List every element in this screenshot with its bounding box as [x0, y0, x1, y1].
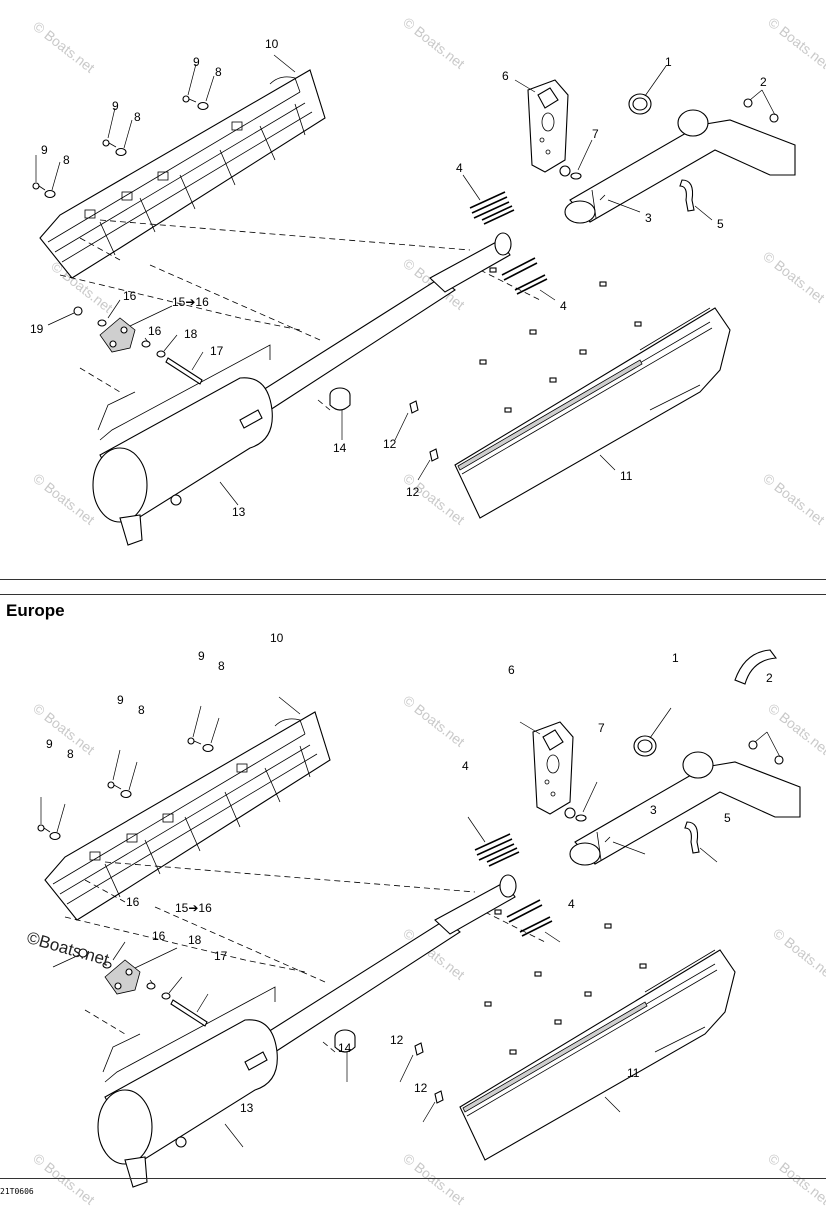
exhaust-pipe-3-icon [564, 109, 796, 224]
callout-15: 15➔16 [175, 901, 212, 915]
callout-9: 9 [112, 99, 119, 113]
callout-12: 12 [406, 485, 420, 499]
callout-16: 16 [152, 929, 166, 943]
callout-10: 10 [270, 631, 284, 645]
callout-3: 3 [650, 803, 657, 817]
muffler-pipe-icon [254, 232, 512, 411]
callout-16: 16 [126, 895, 140, 909]
callout-1: 1 [672, 651, 679, 665]
callout-11: 11 [627, 1066, 640, 1080]
nut-2-icon [743, 98, 753, 108]
screw-9-icon [182, 95, 197, 103]
callout-4: 4 [560, 299, 567, 313]
callout-8: 8 [134, 110, 141, 124]
callout-2: 2 [766, 671, 773, 685]
bolt-7-icon [559, 165, 582, 180]
clip-12-icon [409, 400, 419, 414]
callout-14: 14 [338, 1041, 352, 1055]
callout-8: 8 [63, 153, 70, 167]
callout-7: 7 [592, 127, 599, 141]
callout-9: 9 [117, 693, 124, 707]
callout-8: 8 [67, 747, 74, 761]
callout-16: 16 [148, 324, 162, 338]
callout-13: 13 [240, 1101, 254, 1115]
callout-4: 4 [456, 161, 463, 175]
spring-4-icon [469, 191, 548, 295]
callout-9: 9 [198, 649, 205, 663]
callout-14: 14 [333, 441, 347, 455]
grommet-14-icon [329, 387, 351, 411]
callout-1: 1 [665, 55, 672, 69]
callout-18: 18 [188, 933, 202, 947]
callout-9: 9 [193, 55, 200, 69]
bolt-17-icon [165, 357, 203, 385]
muffler-13-icon [92, 344, 273, 546]
callout-12: 12 [383, 437, 397, 451]
clip-12-icon [429, 448, 439, 462]
callout-17: 17 [214, 949, 228, 963]
tail-pipe-icon [734, 649, 778, 685]
washer-8-icon [115, 147, 127, 157]
callout-17: 17 [210, 344, 224, 358]
section-divider [0, 594, 826, 595]
washer-18-icon [156, 350, 166, 358]
washer-8-icon [197, 101, 209, 111]
callout-9: 9 [46, 737, 53, 751]
screw-9-icon [32, 182, 46, 191]
nut-2-icon [769, 113, 779, 123]
callout-12: 12 [414, 1081, 428, 1095]
callout-5: 5 [717, 217, 724, 231]
callout-8: 8 [138, 703, 145, 717]
gasket-1-icon [628, 93, 652, 115]
callout-2: 2 [760, 75, 767, 89]
callout-6: 6 [508, 663, 515, 677]
callout-7: 7 [598, 721, 605, 735]
nut-19-icon [73, 306, 83, 316]
washer-16-icon [97, 319, 107, 327]
heat-shield-10-icon [39, 69, 326, 279]
heat-shield-11-icon [454, 307, 731, 519]
callout-10: 10 [265, 37, 279, 51]
bracket-15-icon [99, 317, 136, 353]
footer-divider [0, 1178, 826, 1179]
clip-marks [479, 267, 642, 413]
section-divider [0, 579, 826, 580]
washer-16-icon [141, 340, 151, 348]
screw-9-icon [102, 139, 117, 148]
callout-19: 19 [30, 322, 44, 336]
figure-code: 21T0606 [0, 1187, 34, 1196]
exhaust-diagram-standard: 1 2 3 4 4 5 6 7 8 8 8 9 9 9 10 11 12 12 … [30, 37, 796, 546]
callout-8: 8 [218, 659, 225, 673]
callout-12: 12 [390, 1033, 404, 1047]
callout-6: 6 [502, 69, 509, 83]
hose-5-icon [679, 179, 695, 212]
callout-8: 8 [215, 65, 222, 79]
callout-3: 3 [645, 211, 652, 225]
callout-4: 4 [462, 759, 469, 773]
callout-15: 15➔16 [172, 295, 209, 309]
exhaust-diagram-europe: 1 2 3 4 4 5 6 7 8 8 8 9 9 9 10 11 12 12 … [37, 631, 801, 1188]
callout-11: 11 [620, 469, 633, 483]
callout-13: 13 [232, 505, 246, 519]
section-heading: Europe [6, 601, 65, 620]
callout-9: 9 [41, 143, 48, 157]
callout-4: 4 [568, 897, 575, 911]
callout-18: 18 [184, 327, 198, 341]
callout-16: 16 [123, 289, 137, 303]
washer-8-icon [44, 189, 56, 199]
callout-5: 5 [724, 811, 731, 825]
bracket-6-icon [527, 79, 569, 173]
